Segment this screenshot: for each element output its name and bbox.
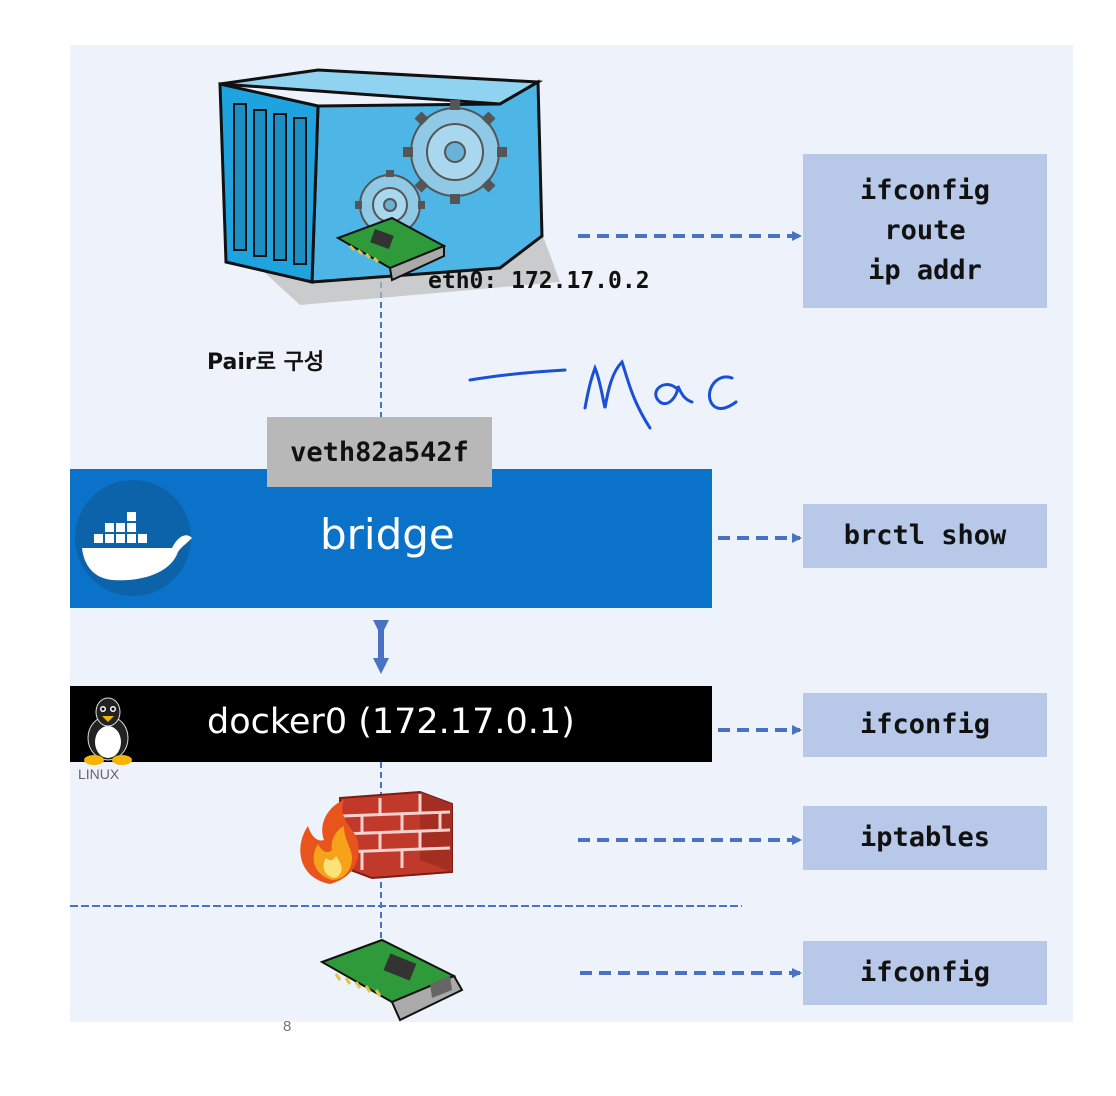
- nic-command-box: ifconfig: [803, 941, 1047, 1005]
- eth0-label: eth0: 172.17.0.2: [428, 268, 650, 294]
- docker0-label: docker0 (172.17.0.1): [207, 702, 575, 742]
- page-number: 8: [283, 1018, 292, 1035]
- bridge-command-box: brctl show: [803, 504, 1047, 568]
- container-command-box: ifconfig route ip addr: [803, 154, 1047, 308]
- docker0-bar: [70, 686, 712, 762]
- container-nic-icon: [335, 216, 447, 282]
- container-command-1: ifconfig: [859, 175, 991, 206]
- docker0-command-box: ifconfig: [803, 693, 1047, 757]
- pair-label: Pair로 구성: [207, 350, 325, 375]
- linux-label: LINUX: [78, 766, 120, 782]
- firewall-command-box: iptables: [803, 806, 1047, 870]
- container-command-2: route: [884, 215, 966, 246]
- container-command-3: ip addr: [868, 255, 982, 286]
- bridge-label: bridge: [320, 510, 455, 559]
- gears-icon: [355, 100, 507, 240]
- veth-interface-box: veth82a542f: [267, 417, 492, 487]
